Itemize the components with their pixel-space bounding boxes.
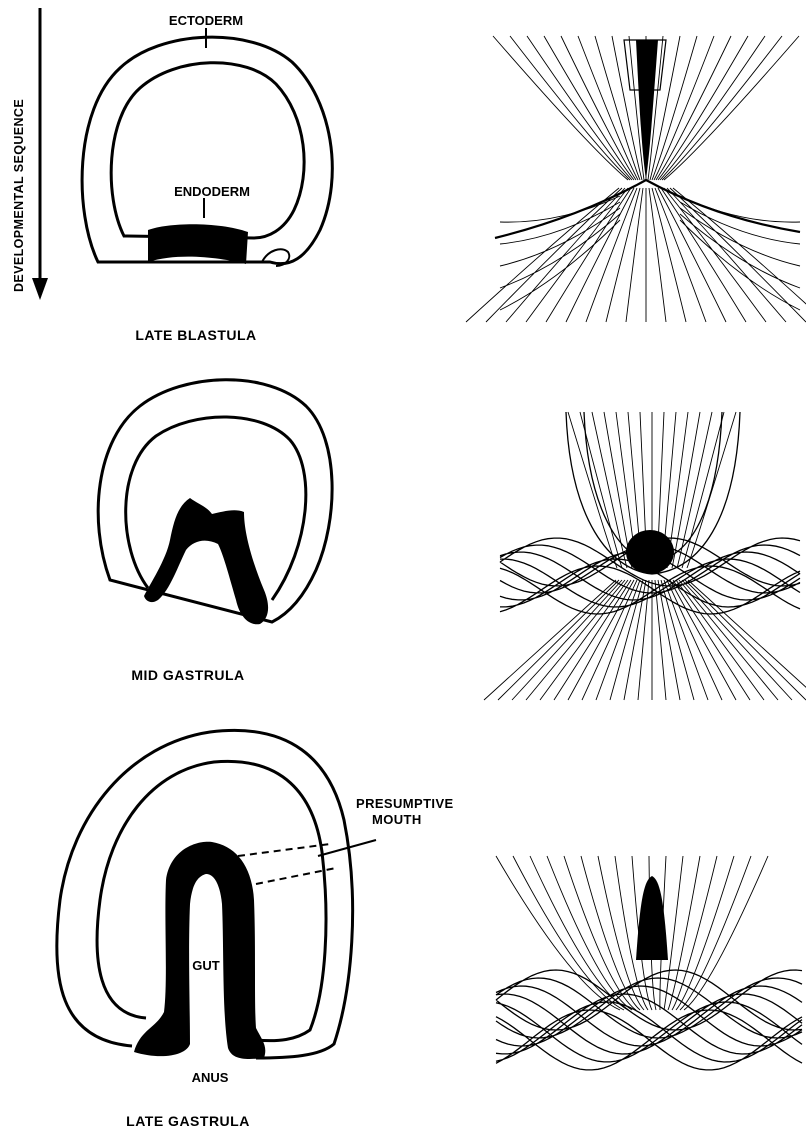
gut-label: GUT [192, 958, 220, 973]
presumptive-mouth-label: PRESUMPTIVE MOUTH [356, 796, 458, 827]
developmental-sequence-arrow [32, 8, 48, 300]
mid-gastrula-caption: MID GASTRULA [131, 667, 244, 683]
late-gastrula-embryo [57, 730, 376, 1059]
late-gastrula-wave-pattern [496, 856, 802, 1070]
mid-gastrula-wave-pattern [484, 412, 806, 700]
late-blastula-embryo [82, 28, 332, 266]
ectoderm-label: ECTODERM [169, 13, 243, 28]
developmental-sequence-label: DEVELOPMENTAL SEQUENCE [12, 99, 26, 292]
mid-gastrula-embryo [98, 380, 332, 625]
endoderm-label: ENDODERM [174, 184, 250, 199]
late-gastrula-caption: LATE GASTRULA [126, 1113, 250, 1129]
late-blastula-wave-pattern [466, 36, 806, 322]
late-blastula-caption: LATE BLASTULA [135, 327, 256, 343]
anus-label: ANUS [192, 1070, 229, 1085]
